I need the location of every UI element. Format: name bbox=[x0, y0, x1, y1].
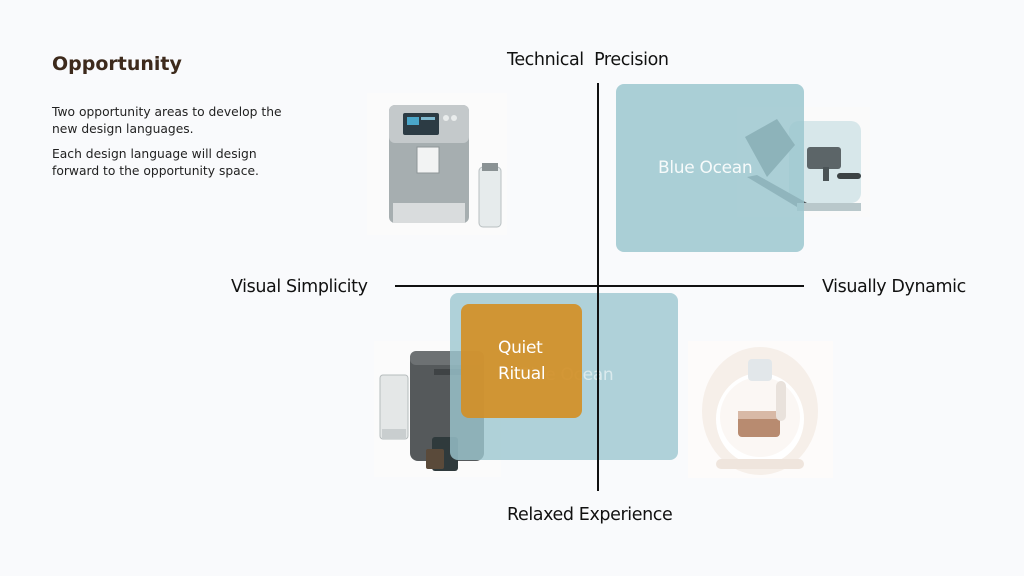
horizontal-axis bbox=[395, 285, 804, 287]
slide-title: Opportunity bbox=[52, 53, 182, 75]
blue-ocean-upper-label: Blue Ocean bbox=[658, 158, 753, 178]
quiet-ritual-label-line-2: Ritual bbox=[498, 364, 546, 384]
white-egg-tea-machine-image bbox=[688, 341, 833, 478]
vertical-axis bbox=[597, 83, 599, 491]
axis-label-right: Visually Dynamic bbox=[822, 277, 966, 297]
quiet-ritual-label-line-1: Quiet bbox=[498, 338, 543, 358]
axis-label-bottom: Relaxed Experience bbox=[507, 505, 673, 525]
description-line-2: Each design language will design forward… bbox=[52, 147, 259, 178]
axis-label-left: Visual Simplicity bbox=[231, 277, 368, 297]
axis-label-top: Technical Precision bbox=[507, 50, 669, 70]
quiet-ritual-zone bbox=[461, 304, 582, 418]
blue-ocean-upper-zone bbox=[616, 84, 804, 252]
silver-espresso-machine-image bbox=[367, 93, 507, 235]
description-line-1: Two opportunity areas to develop the new… bbox=[52, 105, 282, 136]
